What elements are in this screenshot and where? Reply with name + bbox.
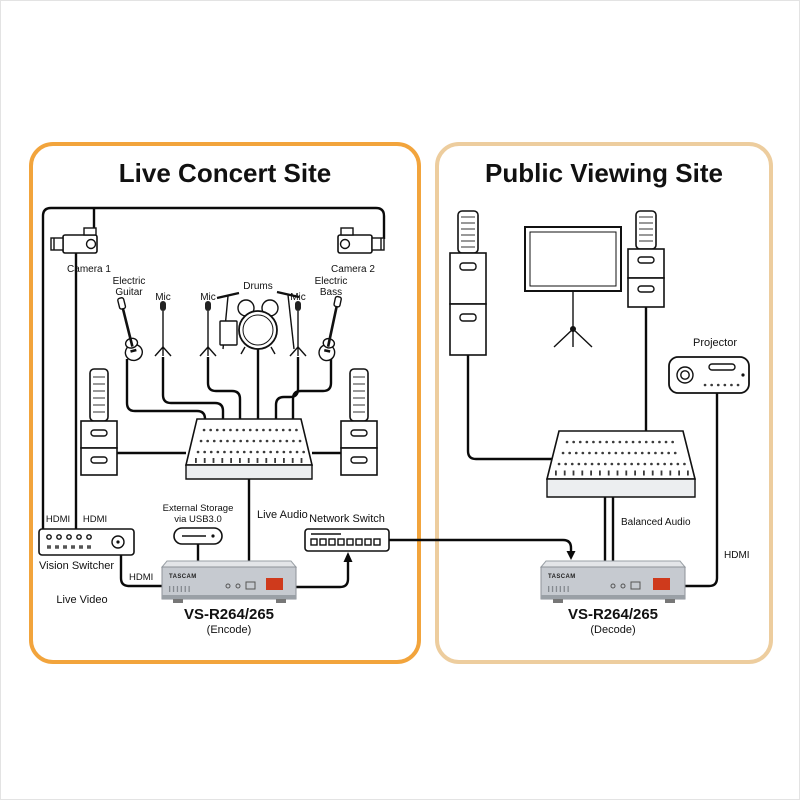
- hdmi-projector-wire: [683, 393, 719, 588]
- mic1-icon: [154, 301, 172, 357]
- decoder-mode-label: (Decode): [590, 624, 635, 636]
- camera-bus-wire: [41, 206, 386, 529]
- pv-speaker-left-icon: [449, 210, 487, 356]
- mic3-icon: [289, 301, 307, 357]
- encoder-mode-label: (Encode): [207, 624, 252, 636]
- mic1-wire: [161, 357, 225, 419]
- pv-speaker-right-icon: [627, 210, 665, 308]
- projector-icon: [668, 356, 750, 394]
- switcher-hdmi-wire: [119, 555, 164, 588]
- decoder-badge: [653, 578, 670, 590]
- network-switch-icon: [304, 528, 390, 552]
- balanced-audio-label: Balanced Audio: [621, 517, 691, 528]
- left-panel: Live Concert Site Camera 1: [29, 142, 421, 664]
- storage-label-line1: External Storage: [163, 503, 234, 514]
- storage-label-line2: via USB3.0: [174, 514, 222, 525]
- camera1-label: Camera 1: [67, 264, 111, 275]
- mic2-label: Mic: [200, 292, 216, 303]
- decoder-arrowhead: [566, 551, 576, 560]
- left-panel-border: [29, 142, 421, 664]
- decoder-device-icon: TASCAM: [539, 560, 687, 603]
- live-audio-label: Live Audio: [257, 509, 308, 521]
- encoder-to-switch-wire: [296, 560, 350, 589]
- encoder-device-icon: TASCAM: [160, 560, 298, 603]
- mic3-wire: [274, 357, 300, 419]
- guitar-label-line1: Electric: [113, 276, 146, 287]
- camera2-label: Camera 2: [331, 264, 375, 275]
- right-panel-title: Public Viewing Site: [485, 158, 723, 188]
- encoder-badge: [266, 578, 283, 590]
- mic2-wire: [206, 357, 242, 419]
- vision-switcher-label: Vision Switcher: [39, 560, 114, 572]
- electric-bass-icon: [318, 295, 342, 362]
- mixer-console-icon: [184, 418, 314, 480]
- bass-label-line1: Electric: [315, 276, 348, 287]
- live-video-label: Live Video: [56, 594, 107, 606]
- external-storage-icon: [173, 527, 223, 545]
- projector-label: Projector: [693, 337, 737, 349]
- decoder-brand-label: TASCAM: [548, 574, 576, 580]
- vision-switcher-icon: [38, 528, 135, 556]
- camera2-icon: [337, 227, 385, 254]
- network-feed: [389, 538, 576, 560]
- speaker-left-wire: [466, 355, 553, 461]
- camera1-icon: [50, 227, 98, 254]
- switch-to-decoder-wire: [389, 538, 573, 551]
- right-panel: Public Viewing Site: [435, 142, 773, 664]
- bass-label-line2: Bass: [320, 287, 342, 298]
- guitar-label-line2: Guitar: [115, 287, 143, 298]
- left-panel-title: Live Concert Site: [119, 158, 331, 188]
- drum-kit-icon: [216, 290, 300, 355]
- bass-wire: [291, 359, 333, 419]
- drums-label: Drums: [243, 281, 272, 292]
- pa-speaker-left-icon: [80, 368, 118, 476]
- pa-speaker-right-icon: [340, 368, 378, 476]
- encoder-brand-label: TASCAM: [169, 574, 197, 580]
- encoder-model-label: VS-R264/265: [184, 606, 274, 623]
- pv-mixer-console-icon: [545, 430, 697, 498]
- electric-guitar-icon: [117, 297, 144, 362]
- hdmi-input1-label: HDMI: [46, 514, 70, 525]
- decoder-model-label: VS-R264/265: [568, 606, 658, 623]
- mic1-label: Mic: [155, 292, 171, 303]
- mic2-icon: [199, 301, 217, 357]
- hdmi-to-encoder-label: HDMI: [129, 572, 153, 583]
- hdmi-to-projector-label: HDMI: [724, 550, 750, 561]
- network-switch-label: Network Switch: [309, 513, 385, 525]
- guitar-wire: [125, 359, 207, 420]
- hdmi-input2-label: HDMI: [83, 514, 107, 525]
- switch-arrowhead: [343, 552, 353, 562]
- right-panel-border: [435, 142, 773, 664]
- projection-screen-icon: [524, 226, 622, 348]
